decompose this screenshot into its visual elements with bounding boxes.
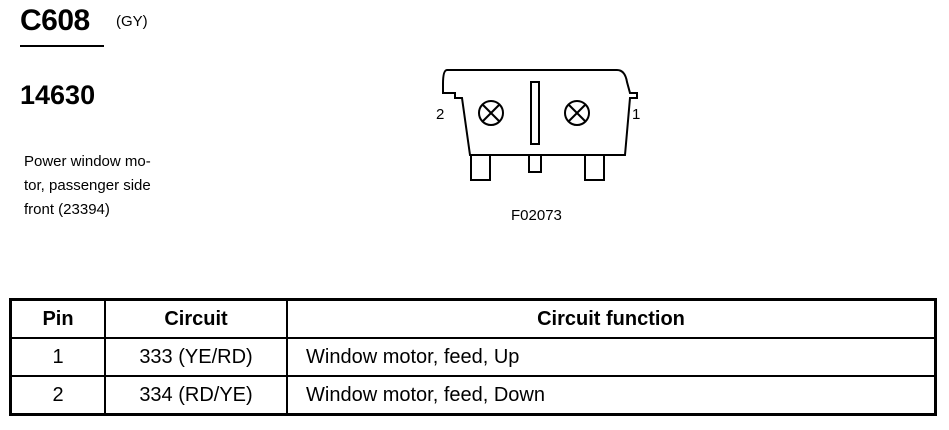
table-row: 2 334 (RD/YE) Window motor, feed, Down xyxy=(9,375,937,416)
connector-color-code: (GY) xyxy=(116,13,148,30)
column-header-circuit: Circuit xyxy=(104,298,288,339)
connector-id: C608 xyxy=(20,4,90,37)
function-cell: Window motor, feed, Up xyxy=(286,337,937,377)
circuit-cell: 333 (YE/RD) xyxy=(104,337,288,377)
pin-2-label: 2 xyxy=(436,106,444,123)
description-line: front (23394) xyxy=(24,201,110,218)
pin-cell: 2 xyxy=(9,375,106,416)
table-header-row: Pin Circuit Circuit function xyxy=(9,298,937,339)
pin-cell: 1 xyxy=(9,337,106,377)
connector-face-diagram: 2 1 xyxy=(436,69,640,181)
terminal-2-icon xyxy=(478,100,504,126)
terminal-1-icon xyxy=(564,100,590,126)
title-underline xyxy=(20,45,104,47)
circuit-cell: 334 (RD/YE) xyxy=(104,375,288,416)
part-number: 14630 xyxy=(20,80,96,110)
function-cell: Window motor, feed, Down xyxy=(286,375,937,416)
connector-outline xyxy=(442,69,638,181)
column-header-function: Circuit function xyxy=(286,298,937,339)
description-line: tor, passenger side xyxy=(24,177,151,194)
table-row: 1 333 (YE/RD) Window motor, feed, Up xyxy=(9,337,937,377)
component-description: Power window mo- tor, passenger side fro… xyxy=(24,150,151,222)
column-header-pin: Pin xyxy=(9,298,106,339)
figure-label: F02073 xyxy=(511,207,562,224)
pin-table: Pin Circuit Circuit function 1 333 (YE/R… xyxy=(9,298,937,416)
center-divider xyxy=(530,81,540,145)
description-line: Power window mo- xyxy=(24,153,151,170)
pin-1-label: 1 xyxy=(632,106,640,123)
